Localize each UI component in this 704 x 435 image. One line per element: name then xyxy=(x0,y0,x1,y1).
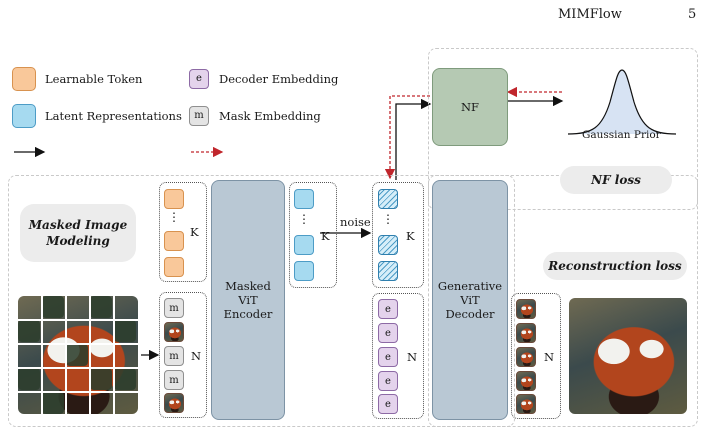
nf-loss-pill: NF loss xyxy=(560,166,672,194)
masked-patch xyxy=(90,368,112,390)
masked-image-modeling-region xyxy=(8,175,515,427)
masked-patch xyxy=(114,368,136,390)
masked-patch xyxy=(66,344,88,366)
n-label: N xyxy=(407,350,418,364)
legend-decoder-embedding: Decoder Embedding xyxy=(219,72,339,86)
decoder-token: e xyxy=(378,371,398,391)
masked-patch xyxy=(90,296,112,318)
masked-patch xyxy=(114,320,136,342)
generative-vit-decoder: Generative ViT Decoder xyxy=(432,180,508,420)
latent-token xyxy=(294,235,314,255)
masked-image-modeling-pill: Masked Image Modeling xyxy=(20,204,136,262)
legend-learnable-token: Learnable Token xyxy=(45,72,143,86)
vdots: ⋮ xyxy=(168,210,180,224)
mask-token: m xyxy=(164,346,184,366)
masked-patch xyxy=(18,320,40,342)
k-label: K xyxy=(321,229,330,243)
reconstructed-patch xyxy=(516,347,536,367)
legend-mask-embedding: Mask Embedding xyxy=(219,109,321,123)
latent-token xyxy=(294,189,314,209)
learnable-token xyxy=(164,257,184,277)
mask-token: m xyxy=(164,298,184,318)
vdots: ⋮ xyxy=(382,212,394,226)
k-label: K xyxy=(406,229,415,243)
noised-token xyxy=(378,261,398,281)
noised-token-group: ⋮ K xyxy=(372,182,424,288)
nf-to-tokens-sampling-arrow xyxy=(384,95,430,180)
n-label: N xyxy=(544,350,555,364)
noised-token xyxy=(378,235,398,255)
page-number: 5 xyxy=(688,7,697,22)
reconstructed-patch xyxy=(516,299,536,319)
mask-token: m xyxy=(164,370,184,390)
reconstructed-patch xyxy=(516,371,536,391)
tokens-to-nf-arrow xyxy=(395,98,432,180)
latent-representation-swatch xyxy=(12,104,36,128)
k-label: K xyxy=(190,225,199,239)
decoder-token: e xyxy=(378,394,398,414)
input-image-grid xyxy=(18,296,138,414)
decoder-token: e xyxy=(378,323,398,343)
visible-patch-token xyxy=(164,393,184,413)
masked-patch xyxy=(18,368,40,390)
learnable-token-group: ⋮ K xyxy=(159,182,207,282)
latent-token-group: ⋮ K xyxy=(289,182,337,288)
decoder-embedding-swatch: e xyxy=(189,69,209,89)
visible-patch-token xyxy=(164,322,184,342)
reconstructed-patch-group: N xyxy=(511,293,561,419)
masked-patch xyxy=(42,392,64,414)
learnable-token xyxy=(164,189,184,209)
reconstruction-loss-pill: Reconstruction loss xyxy=(543,252,687,280)
mask-embedding-swatch: m xyxy=(189,106,209,126)
decoder-token: e xyxy=(378,347,398,367)
reconstructed-patch xyxy=(516,323,536,343)
patch-grid-lines xyxy=(18,296,138,414)
reconstructed-patch xyxy=(516,394,536,414)
mask-token-group: m m m N xyxy=(159,292,207,418)
nf-loss-region xyxy=(428,48,698,210)
n-label: N xyxy=(191,349,202,363)
learnable-token-swatch xyxy=(12,67,36,91)
masked-patch xyxy=(42,296,64,318)
running-title: MIMFlow xyxy=(558,7,622,22)
reconstructed-image xyxy=(569,298,687,414)
masked-vit-encoder: Masked ViT Encoder xyxy=(211,180,285,420)
decoder-token: e xyxy=(378,299,398,319)
noised-token xyxy=(378,189,398,209)
noise-label: noise xyxy=(340,215,371,229)
learnable-token xyxy=(164,231,184,251)
vdots: ⋮ xyxy=(298,212,310,226)
gaussian-curve xyxy=(567,69,677,135)
legend-latent-representations: Latent Representations xyxy=(45,109,182,123)
nf-block: NF xyxy=(432,68,508,146)
decoder-embedding-group: e e e e e N xyxy=(372,293,424,419)
gaussian-prior-label: Gaussian Prior xyxy=(582,129,661,141)
latent-token xyxy=(294,261,314,281)
